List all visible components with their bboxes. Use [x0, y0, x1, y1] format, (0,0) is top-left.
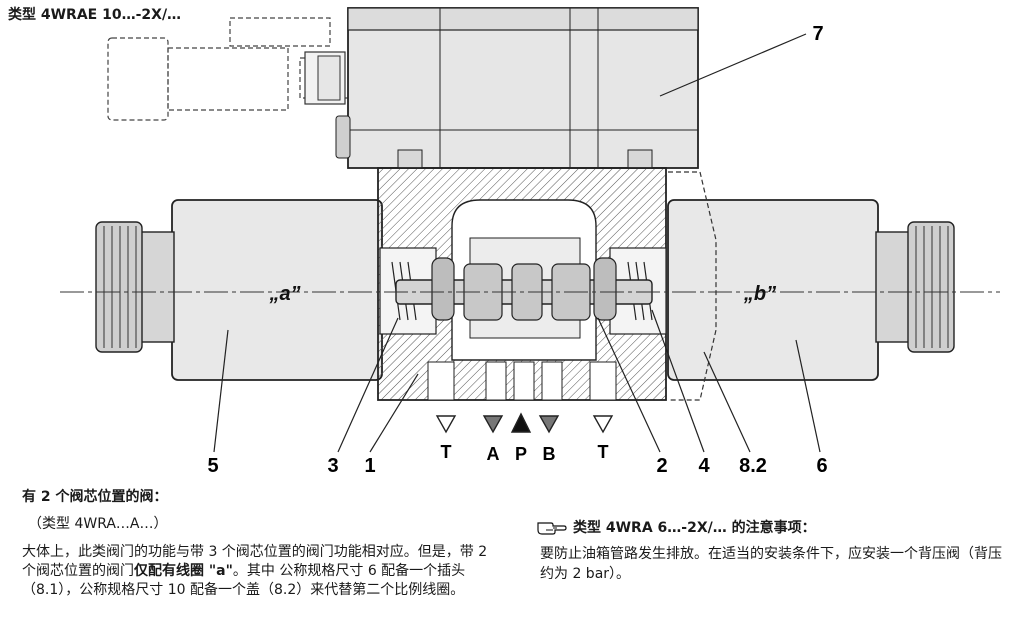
pointing-hand-icon	[537, 522, 567, 535]
section-body-part-1: 大体上，此类阀门的功能与带 3 个阀芯位置的阀门功能相对应。但是，带 2 个阀芯…	[22, 544, 488, 579]
solenoid-b-body	[667, 171, 955, 401]
page-title: 类型 4WRAE 10…-2X/…	[8, 7, 182, 23]
callout-2: 2	[656, 455, 667, 477]
valve-body	[377, 167, 667, 401]
section-heading: 有 2 个阀芯位置的阀：	[22, 489, 168, 505]
section-body-emphasis: 仅配有线圈 "a"	[134, 563, 233, 579]
note-heading-text: 类型 4WRA 6…-2X/… 的注意事项：	[573, 520, 816, 536]
valve-cross-section-drawing: „a” „b” 7 5 3 1 2 4 8.2 6 T A P B T	[60, 7, 1000, 477]
electronics-housing	[335, 7, 699, 169]
port-b-label: B	[543, 444, 556, 464]
solenoid-b-label: „b”	[743, 283, 776, 305]
callout-3: 3	[327, 455, 338, 477]
leader-lines	[213, 33, 821, 453]
callout-6: 6	[816, 455, 827, 477]
callout-5: 5	[207, 455, 218, 477]
callout-7: 7	[812, 23, 823, 45]
port-p-label: P	[515, 444, 527, 464]
port-a-label: A	[487, 444, 500, 464]
note-heading: 类型 4WRA 6…-2X/… 的注意事项：	[537, 517, 816, 537]
port-t-left-label: T	[441, 442, 452, 462]
callout-8-2: 8.2	[739, 455, 767, 477]
solenoid-a-label: „a”	[268, 283, 300, 305]
section-body-part-2: 。其中 公称规格尺寸 6 配备一个插头（8.1），公称规格尺寸 10 配备一个盖…	[22, 563, 466, 598]
section-subheading: （类型 4WRA…A…）	[28, 516, 168, 532]
callout-4: 4	[698, 455, 710, 477]
port-symbols	[435, 412, 614, 434]
port-t-right-label: T	[598, 442, 609, 462]
note-body: 要防止油箱管路发生排放。在适当的安装条件下，应安装一个背压阀（背压约为 2 ba…	[540, 546, 1002, 582]
callout-1: 1	[364, 455, 375, 477]
solenoid-a-body	[95, 199, 383, 381]
section-body: 大体上，此类阀门的功能与带 3 个阀芯位置的阀门功能相对应。但是，带 2 个阀芯…	[22, 543, 502, 600]
